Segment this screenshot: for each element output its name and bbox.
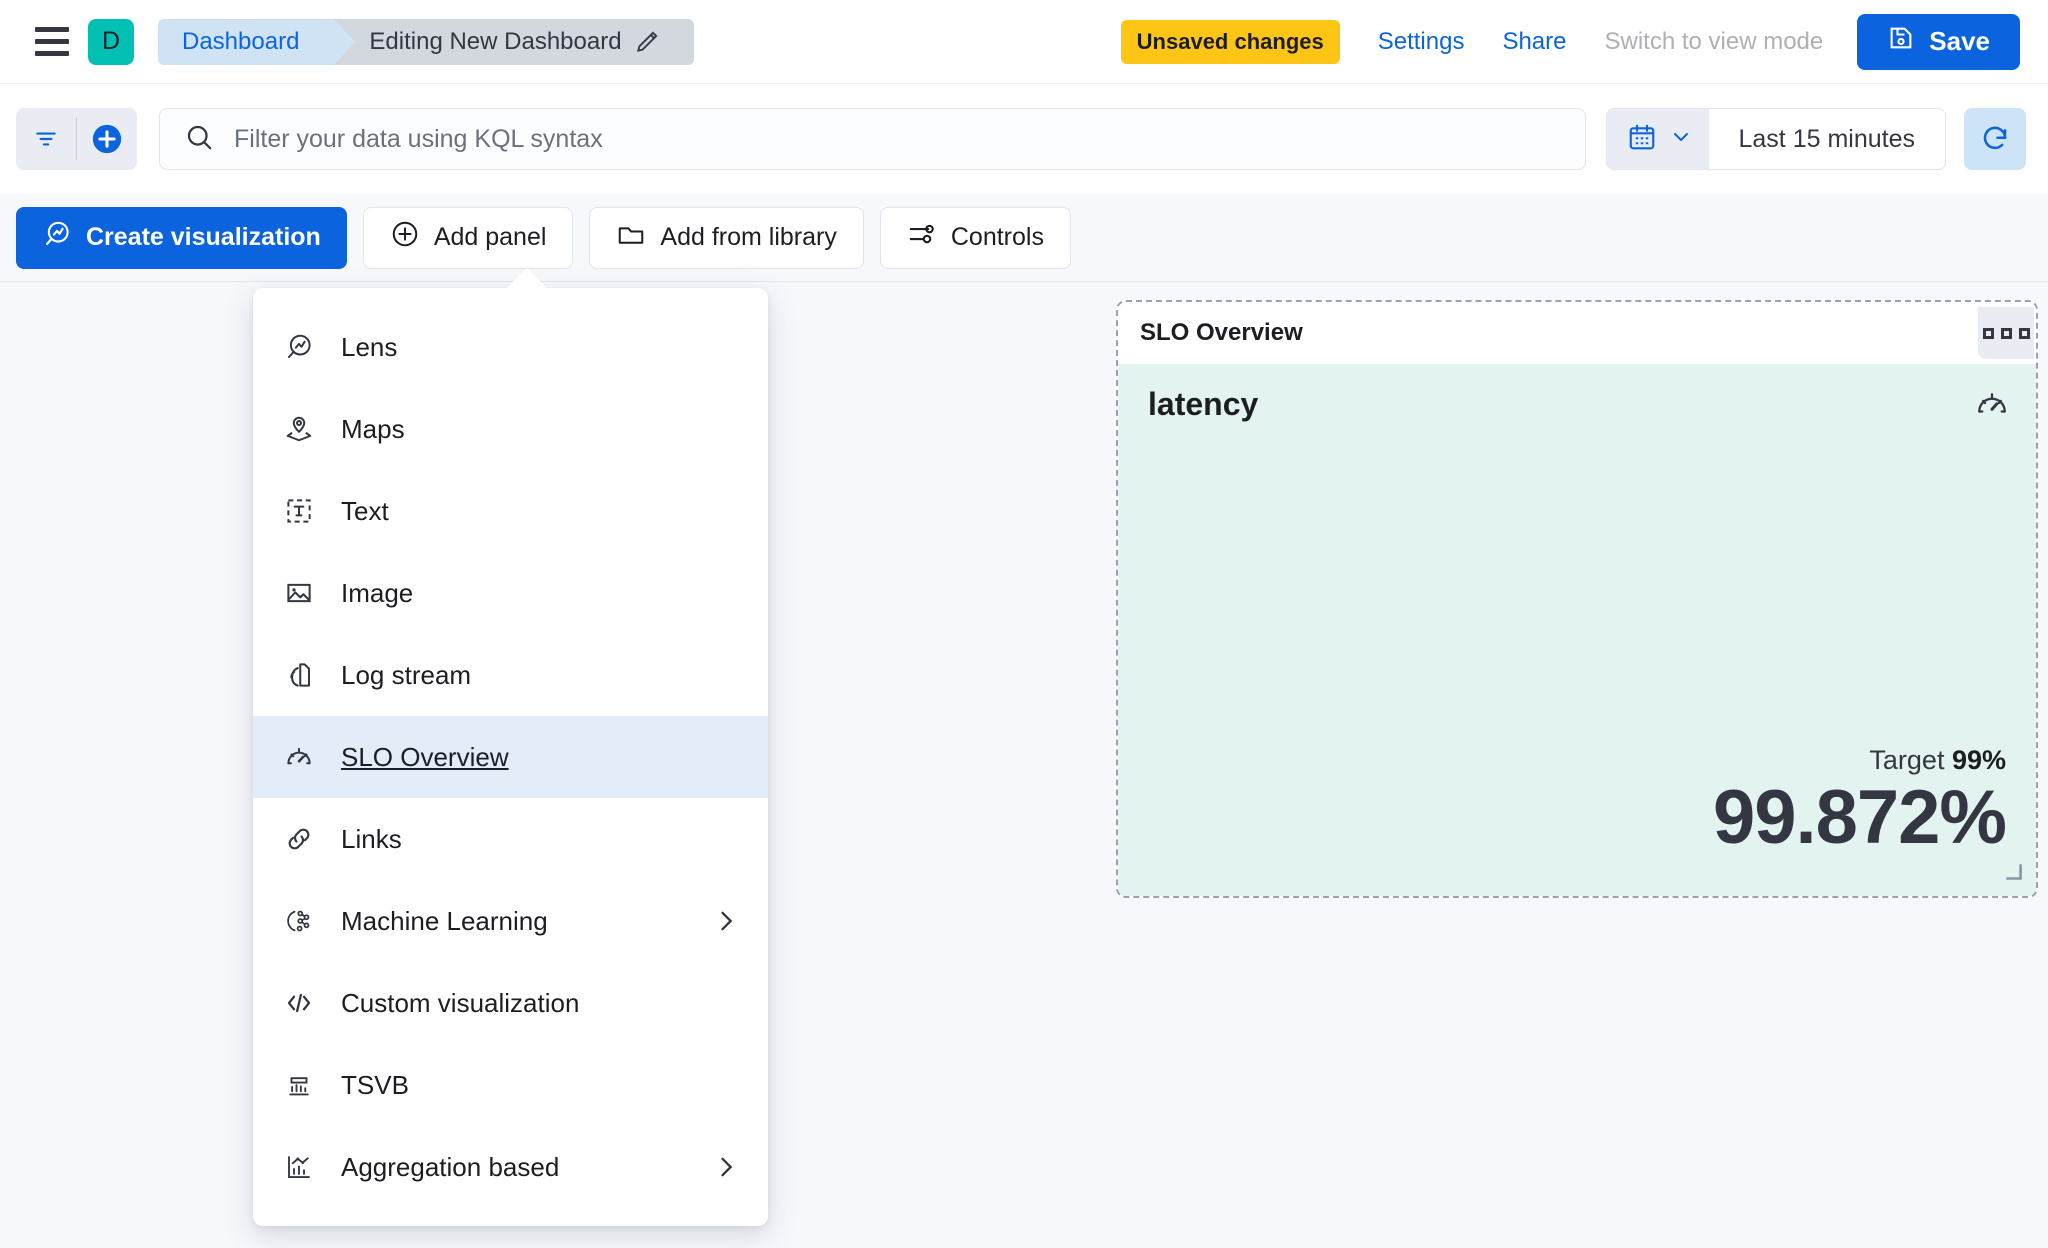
dot [2018,327,2030,339]
breadcrumb-label: Dashboard [182,27,300,55]
dot [1982,327,1994,339]
tsvb-bars-icon [283,1069,315,1101]
time-range-label[interactable]: Last 15 minutes [1738,124,1916,153]
share-link[interactable]: Share [1502,27,1567,55]
dot [2000,327,2012,339]
menu-item-label: SLO Overview [341,741,509,772]
map-marker-icon [283,413,315,445]
menu-item-label: Links [341,823,402,854]
menu-item-tsvb[interactable]: TSVB [253,1044,768,1126]
menu-item-label: Log stream [341,659,472,690]
plus-circle-icon [390,219,420,256]
search-icon [184,122,214,157]
hamburger-menu-icon[interactable] [30,20,74,64]
breadcrumb-item-editing[interactable]: Editing New Dashboard [333,18,694,65]
add-from-library-label: Add from library [660,223,837,251]
filter-group [16,108,137,170]
save-button[interactable]: Save [1857,13,2020,70]
menu-item-log-stream[interactable]: Log stream [253,634,768,716]
slo-current-value: 99.872% [1712,775,2007,861]
calendar-icon [1627,122,1657,157]
breadcrumb-item-dashboard[interactable]: Dashboard [158,18,356,65]
add-filter-button[interactable] [77,108,137,170]
menu-item-label: TSVB [341,1069,409,1100]
folder-icon [616,219,646,256]
resize-handle-icon[interactable] [2000,859,2026,890]
menu-item-links[interactable]: Links [253,798,768,880]
menu-item-slo-overview[interactable]: SLO Overview [253,716,768,798]
add-from-library-button[interactable]: Add from library [589,206,864,269]
menu-item-maps[interactable]: Maps [253,388,768,470]
panel-context-menu-icon[interactable] [1978,307,2034,359]
avatar[interactable]: D [88,18,134,65]
controls-button[interactable]: Controls [879,206,1071,269]
lens-icon [283,331,315,363]
menu-item-label: Image [341,577,414,608]
create-visualization-label: Create visualization [86,223,321,251]
menu-item-label: Maps [341,413,405,444]
filter-lines-icon[interactable] [16,108,76,170]
save-disk-icon [1887,24,1915,59]
panel-title: SLO Overview [1140,319,1303,346]
code-brackets-icon [283,987,315,1019]
slo-metric-name: latency [1148,386,1259,422]
chevron-right-icon [712,907,740,935]
breadcrumb: Dashboard Editing New Dashboard [158,18,694,65]
save-button-label: Save [1929,26,1990,56]
chevron-right-icon [712,1153,740,1181]
menu-item-lens[interactable]: Lens [253,306,768,388]
slo-target: Target 99% [1713,745,2006,776]
menu-item-custom-visualization[interactable]: Custom visualization [253,962,768,1044]
popover-arrow [505,268,549,290]
status-badge[interactable]: Unsaved changes [1120,19,1340,64]
text-box-icon [283,495,315,527]
menu-item-label: Machine Learning [341,905,548,936]
menu-item-machine-learning[interactable]: Machine Learning [253,880,768,962]
add-panel-menu: Lens Maps Text Image [253,288,768,1226]
log-stream-icon [283,659,315,691]
edit-toolbar: Create visualization Add panel Add from … [0,194,2048,282]
menu-item-label: Aggregation based [341,1151,560,1182]
menu-item-aggregation-based[interactable]: Aggregation based [253,1126,768,1208]
menu-item-label: Custom visualization [341,987,580,1018]
gauge-icon [283,741,315,773]
top-header: D Dashboard Editing New Dashboard Unsave… [0,0,2048,84]
controls-sliders-icon [907,219,937,256]
switch-to-view-mode-link[interactable]: Switch to view mode [1604,27,1824,55]
menu-item-label: Lens [341,331,398,362]
settings-link[interactable]: Settings [1377,27,1465,55]
search-input-wrapper[interactable] [159,108,1586,170]
add-panel-label: Add panel [433,223,547,251]
slo-overview-panel[interactable]: SLO Overview latency Target 99% 99.872% [1116,300,2038,898]
image-icon [283,577,315,609]
pencil-icon[interactable] [634,29,660,55]
agg-chart-icon [283,1151,315,1183]
menu-item-text[interactable]: Text [253,470,768,552]
panel-header: SLO Overview [1118,302,2036,364]
avatar-letter: D [101,27,121,55]
link-icon [283,823,315,855]
lens-icon [42,219,72,256]
divider [76,118,77,160]
gauge-icon [1974,386,2010,427]
slo-footer: Target 99% 99.872% [1712,745,2007,861]
menu-item-image[interactable]: Image [253,552,768,634]
chevron-down-icon [1669,125,1693,154]
slo-target-prefix: Target [1869,745,1952,776]
date-quick-select-button[interactable] [1606,109,1709,169]
date-picker: Last 15 minutes [1605,108,1946,170]
refresh-button[interactable] [1964,108,2026,170]
controls-label: Controls [950,223,1044,251]
breadcrumb-label: Editing New Dashboard [369,27,622,55]
ml-nodes-icon [283,905,315,937]
slo-target-value: 99% [1951,745,2006,776]
menu-item-label: Text [341,495,389,526]
add-panel-button[interactable]: Add panel [362,206,574,269]
panel-body: latency Target 99% 99.872% [1118,364,2036,896]
query-bar: Last 15 minutes [0,84,2048,194]
create-visualization-button[interactable]: Create visualization [16,206,347,269]
search-input[interactable] [234,124,1561,154]
